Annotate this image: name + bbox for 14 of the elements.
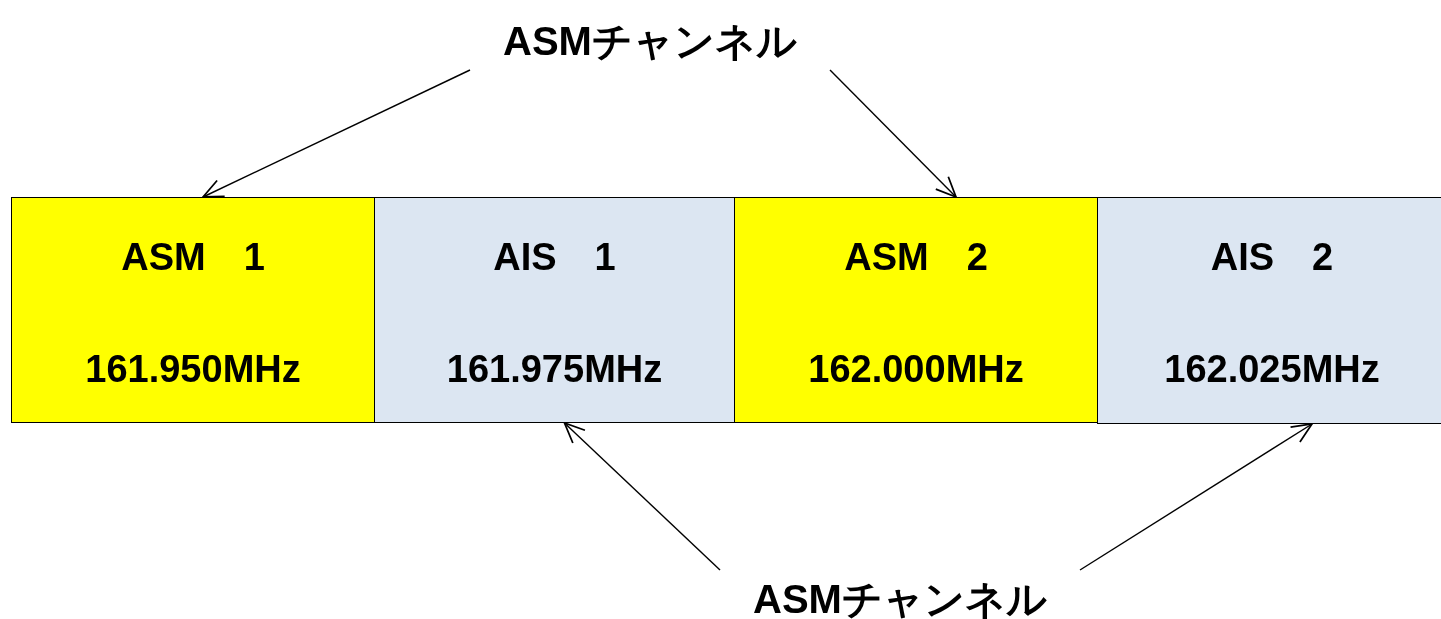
channel-name: ASM 2 [843,235,989,280]
frequency-text: 162.025MHz [1163,348,1381,391]
channel-label: ASMチャンネル [720,570,1080,619]
arrow [1079,423,1313,571]
frequency-text: 161.950MHz [84,348,302,391]
frequency-text: 162.000MHz [807,348,1025,391]
channel-name: AIS 2 [1209,235,1335,280]
channel-name: AIS 1 [492,235,617,280]
channel-label: ASMチャンネル [470,12,830,70]
frequency-text: 161.975MHz [445,348,664,391]
arrow [202,69,471,198]
arrow [563,422,721,571]
arrow [829,69,957,198]
channel-name: ASM 1 [120,235,266,280]
